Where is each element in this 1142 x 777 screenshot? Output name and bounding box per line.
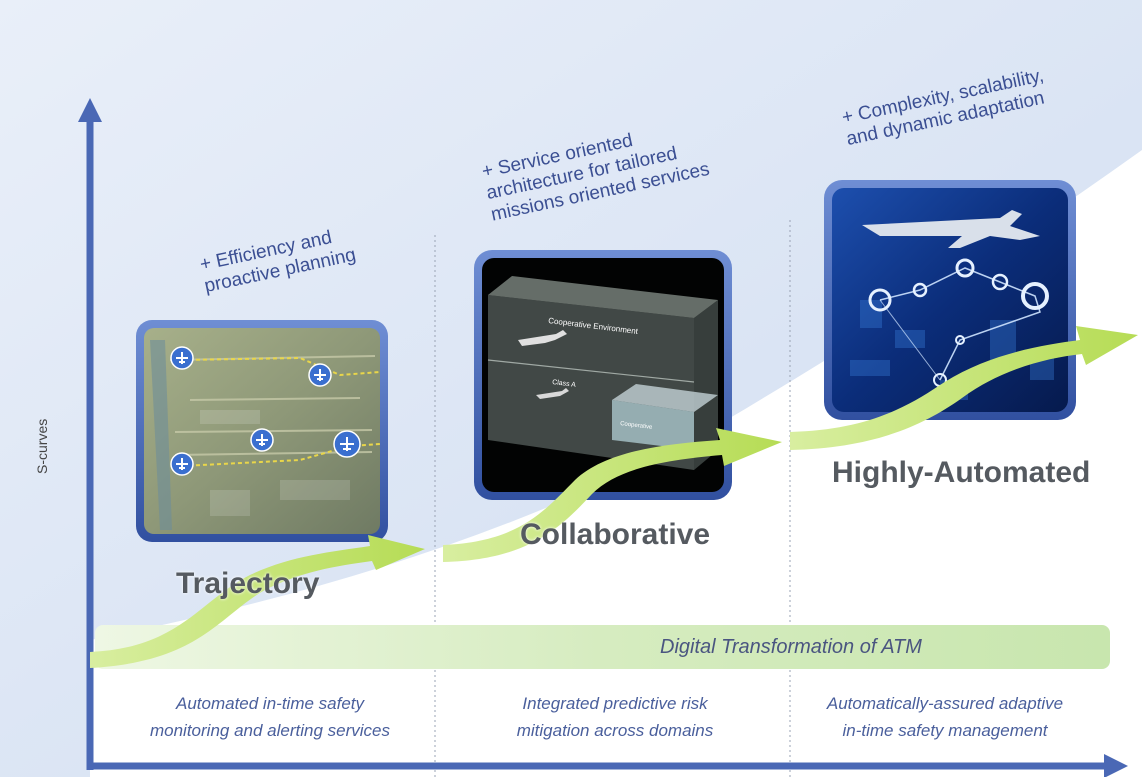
y-axis-label: S-curves [34, 418, 50, 474]
s-curve-arrow-1 [90, 535, 425, 668]
s-curve-arrow-2 [443, 428, 782, 562]
highly-automated-stage-label: Highly-Automated [832, 456, 1091, 489]
airplane-icon [170, 452, 194, 476]
collaborative-stage-label: Collaborative [520, 518, 711, 551]
digital-transformation-label: Digital Transformation of ATM [660, 636, 922, 658]
collab-panel-small-box-label: Cooperative [620, 421, 654, 431]
trajectory-footer: Automated in-time safety monitoring and … [149, 694, 390, 740]
highly-automated-image-panel [824, 180, 1076, 420]
collaborative-footer: Integrated predictive risk mitigation ac… [516, 694, 714, 740]
airplane-icon [250, 428, 274, 452]
highly-automated-footer: Automatically-assured adaptive in-time s… [826, 694, 1064, 740]
collaborative-image-panel [474, 250, 732, 500]
collab-panel-class-a-label: Class A [552, 379, 577, 389]
s-curve-arrow-3 [790, 326, 1138, 450]
airplane-icon [333, 430, 361, 458]
trajectory-stage-label: Trajectory [176, 567, 320, 600]
airplane-icon [170, 346, 194, 370]
network-node-icon [868, 258, 1049, 387]
footer-area [90, 670, 1142, 777]
white-wedge [90, 150, 1142, 777]
digital-transformation-band [95, 625, 1110, 669]
x-axis [88, 754, 1128, 777]
airplane-icon [308, 363, 332, 387]
